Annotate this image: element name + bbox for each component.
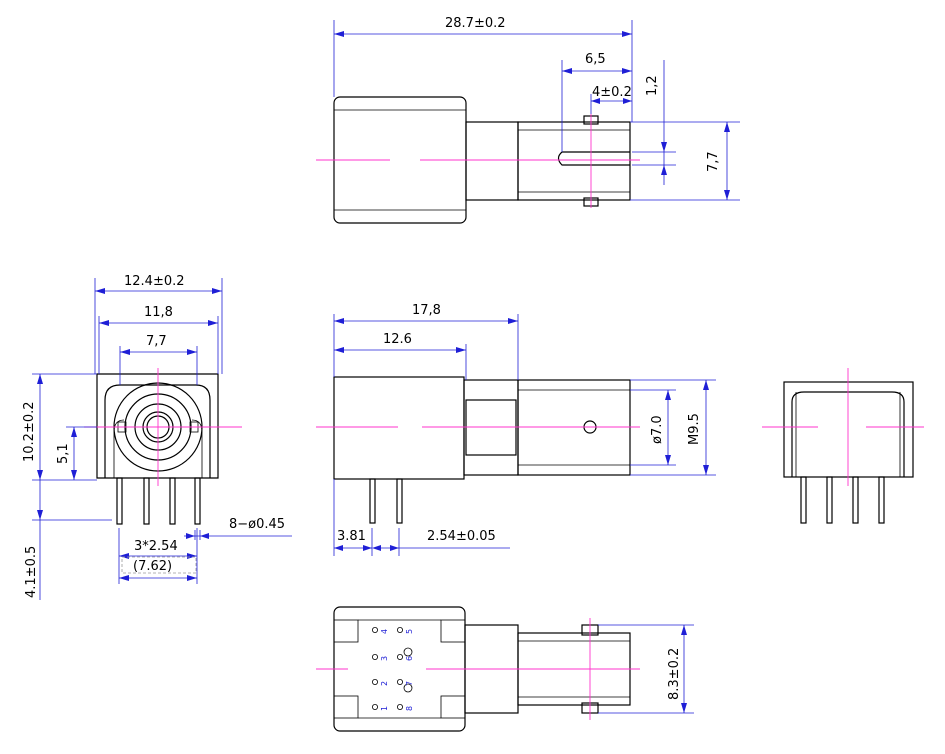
pin-label-6: 6 (405, 656, 414, 661)
dim-side-length: 17,8 (412, 303, 441, 318)
dim-top-offset: 4±0.2 (592, 85, 632, 100)
dim-bottom-width: 8.3±0.2 (667, 648, 682, 700)
dim-side-thread: M9.5 (687, 413, 702, 445)
rear-view (762, 368, 924, 524)
dim-pin-pitch-sum: 3*2.54 (134, 539, 178, 554)
dim-front-width: 12.4±0.2 (124, 274, 185, 289)
front-pin-2 (143, 477, 150, 525)
pin-label-7: 7 (405, 681, 414, 686)
dim-top-length: 28.7±0.2 (445, 16, 506, 31)
top-thread (465, 121, 519, 201)
top-plug (517, 121, 631, 201)
dim-side-pin-offset: 3.81 (337, 529, 366, 544)
top-view: 28.7±0.2 6,5 4±0.2 1,2 7,7 (316, 16, 740, 224)
pin-label-4: 4 (380, 629, 389, 634)
dim-top-height: 7,7 (706, 151, 721, 172)
dim-front-pinlen: 4.1±0.5 (24, 546, 39, 598)
dim-top-plug: 6,5 (585, 52, 606, 67)
side-pin-1 (369, 478, 376, 524)
side-pin-2 (396, 478, 403, 524)
pin-label-8: 8 (405, 706, 414, 711)
rear-pin-1 (800, 476, 807, 524)
dim-top-pin-h: 1,2 (645, 75, 660, 96)
side-view: 17,8 12.6 3.81 2.54±0.05 ø7.0 M9.5 (316, 303, 716, 556)
pin-label-2: 2 (380, 681, 389, 686)
front-outline (96, 373, 219, 479)
dim-side-dia: ø7.0 (650, 415, 665, 444)
front-pin-1 (116, 477, 123, 525)
rear-pin-2 (826, 476, 833, 524)
front-pin-3 (169, 477, 176, 525)
pin-label-3: 3 (380, 656, 389, 661)
side-thread (463, 379, 519, 476)
dim-side-pin-pitch: 2.54±0.05 (427, 529, 496, 544)
top-center-pin (557, 151, 630, 166)
dim-front-center: 7,7 (146, 334, 167, 349)
rear-pin-4 (878, 476, 885, 524)
bottom-view: 4 5 3 6 2 7 1 8 8.3±0.2 (316, 606, 694, 732)
pin-label-1: 1 (380, 706, 389, 711)
dim-side-body: 12.6 (383, 332, 412, 347)
pin-label-5: 5 (405, 629, 414, 634)
front-pin-4 (194, 477, 201, 525)
side-plug (517, 379, 631, 476)
dim-pin-pitch-total: (7.62) (133, 559, 172, 574)
dim-front-half: 5,1 (56, 443, 71, 464)
dim-pin-dia: 8−ø0.45 (229, 517, 285, 532)
rear-pin-3 (852, 476, 859, 524)
dim-front-inner: 11,8 (144, 305, 173, 320)
side-body (333, 376, 465, 480)
dim-front-height: 10.2±0.2 (22, 401, 37, 462)
front-view: 12.4±0.2 11,8 7,7 10.2±0.2 5,1 4.1±0.5 (22, 274, 292, 600)
rear-outline (783, 381, 914, 478)
